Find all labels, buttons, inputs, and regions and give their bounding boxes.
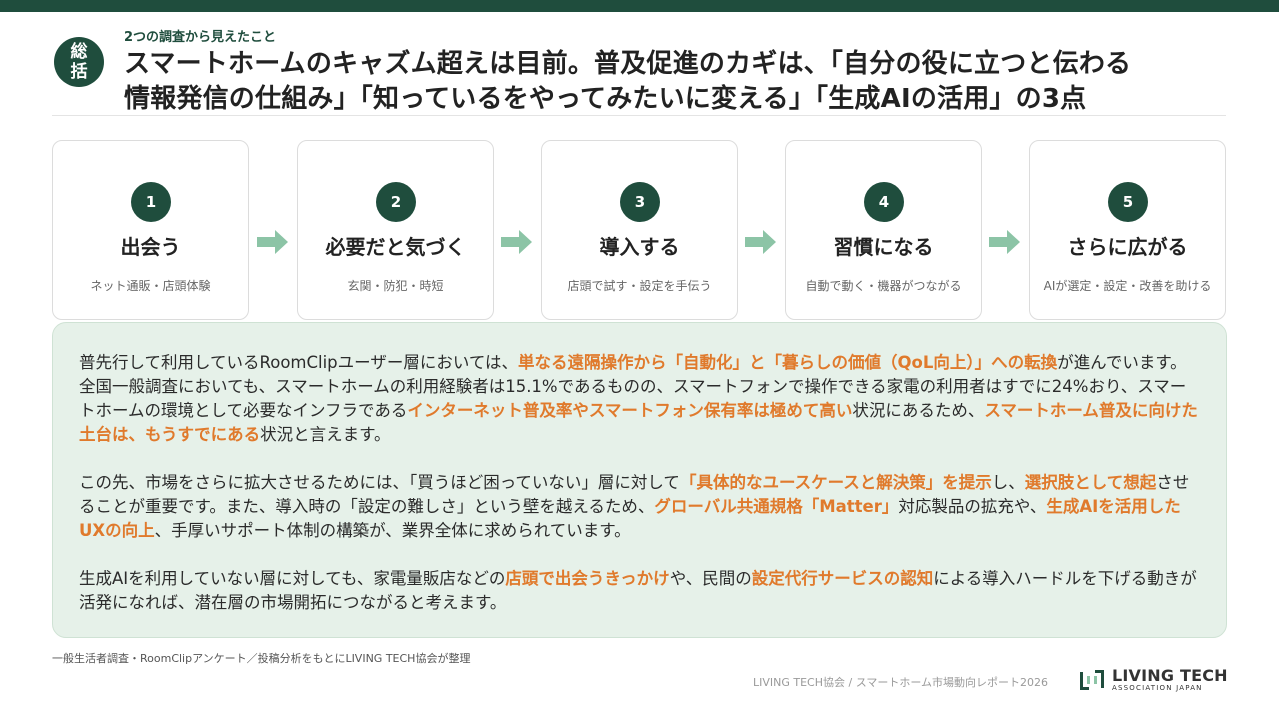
kicker-label: 2つの調査から見えたこと bbox=[124, 30, 277, 45]
highlight-text: 生成AIを活用したUXの向上 bbox=[79, 497, 1181, 540]
highlight-text: 「具体的なユースケースと解決策」を提示 bbox=[679, 473, 992, 492]
step-card-1: 1 出会う ネット通販・店頭体験 bbox=[52, 140, 249, 320]
logo-mark-icon bbox=[1080, 670, 1104, 690]
arrow-right-icon bbox=[257, 230, 288, 254]
summary-paragraph-3: 生成AIを利用していない層に対しても、家電量販店などの店頭で出会うきっかけや、民… bbox=[79, 567, 1200, 615]
body-text: 状況と言えます。 bbox=[260, 425, 391, 444]
top-accent-bar bbox=[0, 0, 1279, 12]
logo-subtext: ASSOCIATION JAPAN bbox=[1112, 684, 1203, 692]
step-title: 習慣になる bbox=[833, 235, 934, 259]
body-text: が進んでいます。全国一般調査においても、スマートホームの利用経験者は15.1%で… bbox=[79, 353, 1187, 420]
arrow-right-icon bbox=[501, 230, 532, 254]
step-number: 4 bbox=[864, 182, 904, 222]
highlight-text: 単なる遠隔操作から「自動化」と「暮らしの価値（QoL向上）」への転換 bbox=[518, 353, 1058, 372]
step-title: 出会う bbox=[120, 235, 181, 259]
step-title: 導入する bbox=[599, 235, 680, 259]
arrow-right-icon bbox=[745, 230, 776, 254]
body-text: 生成AIを利用していない層に対しても、家電量販店などの bbox=[79, 569, 506, 588]
step-card-3: 3 導入する 店頭で試す・設定を手伝う bbox=[541, 140, 738, 320]
source-note: 一般生活者調査・RoomClipアンケート／投稿分析をもとにLIVING TEC… bbox=[52, 652, 471, 665]
highlight-text: スマートホーム普及に向けた土台は、もうすでにある bbox=[79, 401, 1198, 444]
steps-flow: 1 出会う ネット通販・店頭体験 2 必要だと気づく 玄関・防犯・時短 3 導入… bbox=[52, 140, 1227, 320]
living-tech-logo: LIVING TECH ASSOCIATION JAPAN bbox=[1080, 666, 1228, 694]
body-text: 、手厚いサポート体制の構築が、業界全体に求められています。 bbox=[154, 521, 631, 540]
title-divider bbox=[52, 115, 1226, 116]
body-text: や、民間の bbox=[669, 569, 752, 588]
body-text: 状況にあるため、 bbox=[852, 401, 985, 420]
step-number: 1 bbox=[131, 182, 171, 222]
step-number: 3 bbox=[620, 182, 660, 222]
step-subtitle: ネット通販・店頭体験 bbox=[90, 279, 211, 293]
arrow-right-icon bbox=[989, 230, 1020, 254]
body-text: させることが重要です。また、導入時の「設定の難しさ」という壁を越えるため、 bbox=[79, 473, 1190, 516]
body-text: この先、市場をさらに拡大させるためには、「買うほど困っていない」層に対して bbox=[79, 473, 680, 492]
summary-badge: 総 括 bbox=[54, 37, 104, 87]
body-text: 対応製品の拡充や、 bbox=[898, 497, 1047, 516]
step-title: さらに広がる bbox=[1067, 235, 1188, 259]
body-text: による導入ハードルを下げる動きが活発になれば、潜在層の市場開拓につながると考えま… bbox=[79, 569, 1197, 612]
highlight-text: グローバル共通規格「Matter」 bbox=[654, 497, 899, 516]
logo-wordmark: LIVING TECH bbox=[1112, 666, 1228, 685]
step-card-4: 4 習慣になる 自動で動く・機器がつながる bbox=[785, 140, 982, 320]
step-number: 5 bbox=[1108, 182, 1148, 222]
highlight-text: 選択肢として想起 bbox=[1024, 473, 1157, 492]
step-subtitle: AIが選定・設定・改善を助ける bbox=[1043, 279, 1212, 293]
summary-paragraph-1: 普先行して利用しているRoomClipユーザー層においては、単なる遠隔操作から「… bbox=[79, 351, 1200, 447]
page-title: スマートホームのキャズム超えは目前。普及促進のカギは、「自分の役に立つと伝わる … bbox=[124, 49, 1132, 114]
footer-text: LIVING TECH協会 / スマートホーム市場動向レポート2026 bbox=[753, 676, 1049, 689]
step-card-2: 2 必要だと気づく 玄関・防犯・時短 bbox=[297, 140, 494, 320]
highlight-text: 設定代行サービスの認知 bbox=[751, 569, 934, 588]
highlight-text: 店頭で出会うきっかけ bbox=[505, 569, 670, 588]
step-number: 2 bbox=[376, 182, 416, 222]
step-card-5: 5 さらに広がる AIが選定・設定・改善を助ける bbox=[1029, 140, 1226, 320]
step-subtitle: 自動で動く・機器がつながる bbox=[805, 279, 962, 293]
summary-panel: 普先行して利用しているRoomClipユーザー層においては、単なる遠隔操作から「… bbox=[52, 322, 1227, 638]
step-subtitle: 店頭で試す・設定を手伝う bbox=[567, 279, 712, 293]
highlight-text: インターネット普及率やスマートフォン保有率は極めて高い bbox=[407, 401, 853, 420]
step-subtitle: 玄関・防犯・時短 bbox=[347, 279, 444, 293]
summary-paragraph-2: この先、市場をさらに拡大させるためには、「買うほど困っていない」層に対して「具体… bbox=[79, 471, 1200, 543]
body-text: し、 bbox=[991, 473, 1025, 492]
body-text: 普先行して利用しているRoomClipユーザー層においては、 bbox=[79, 353, 519, 372]
step-title: 必要だと気づく bbox=[325, 235, 466, 259]
